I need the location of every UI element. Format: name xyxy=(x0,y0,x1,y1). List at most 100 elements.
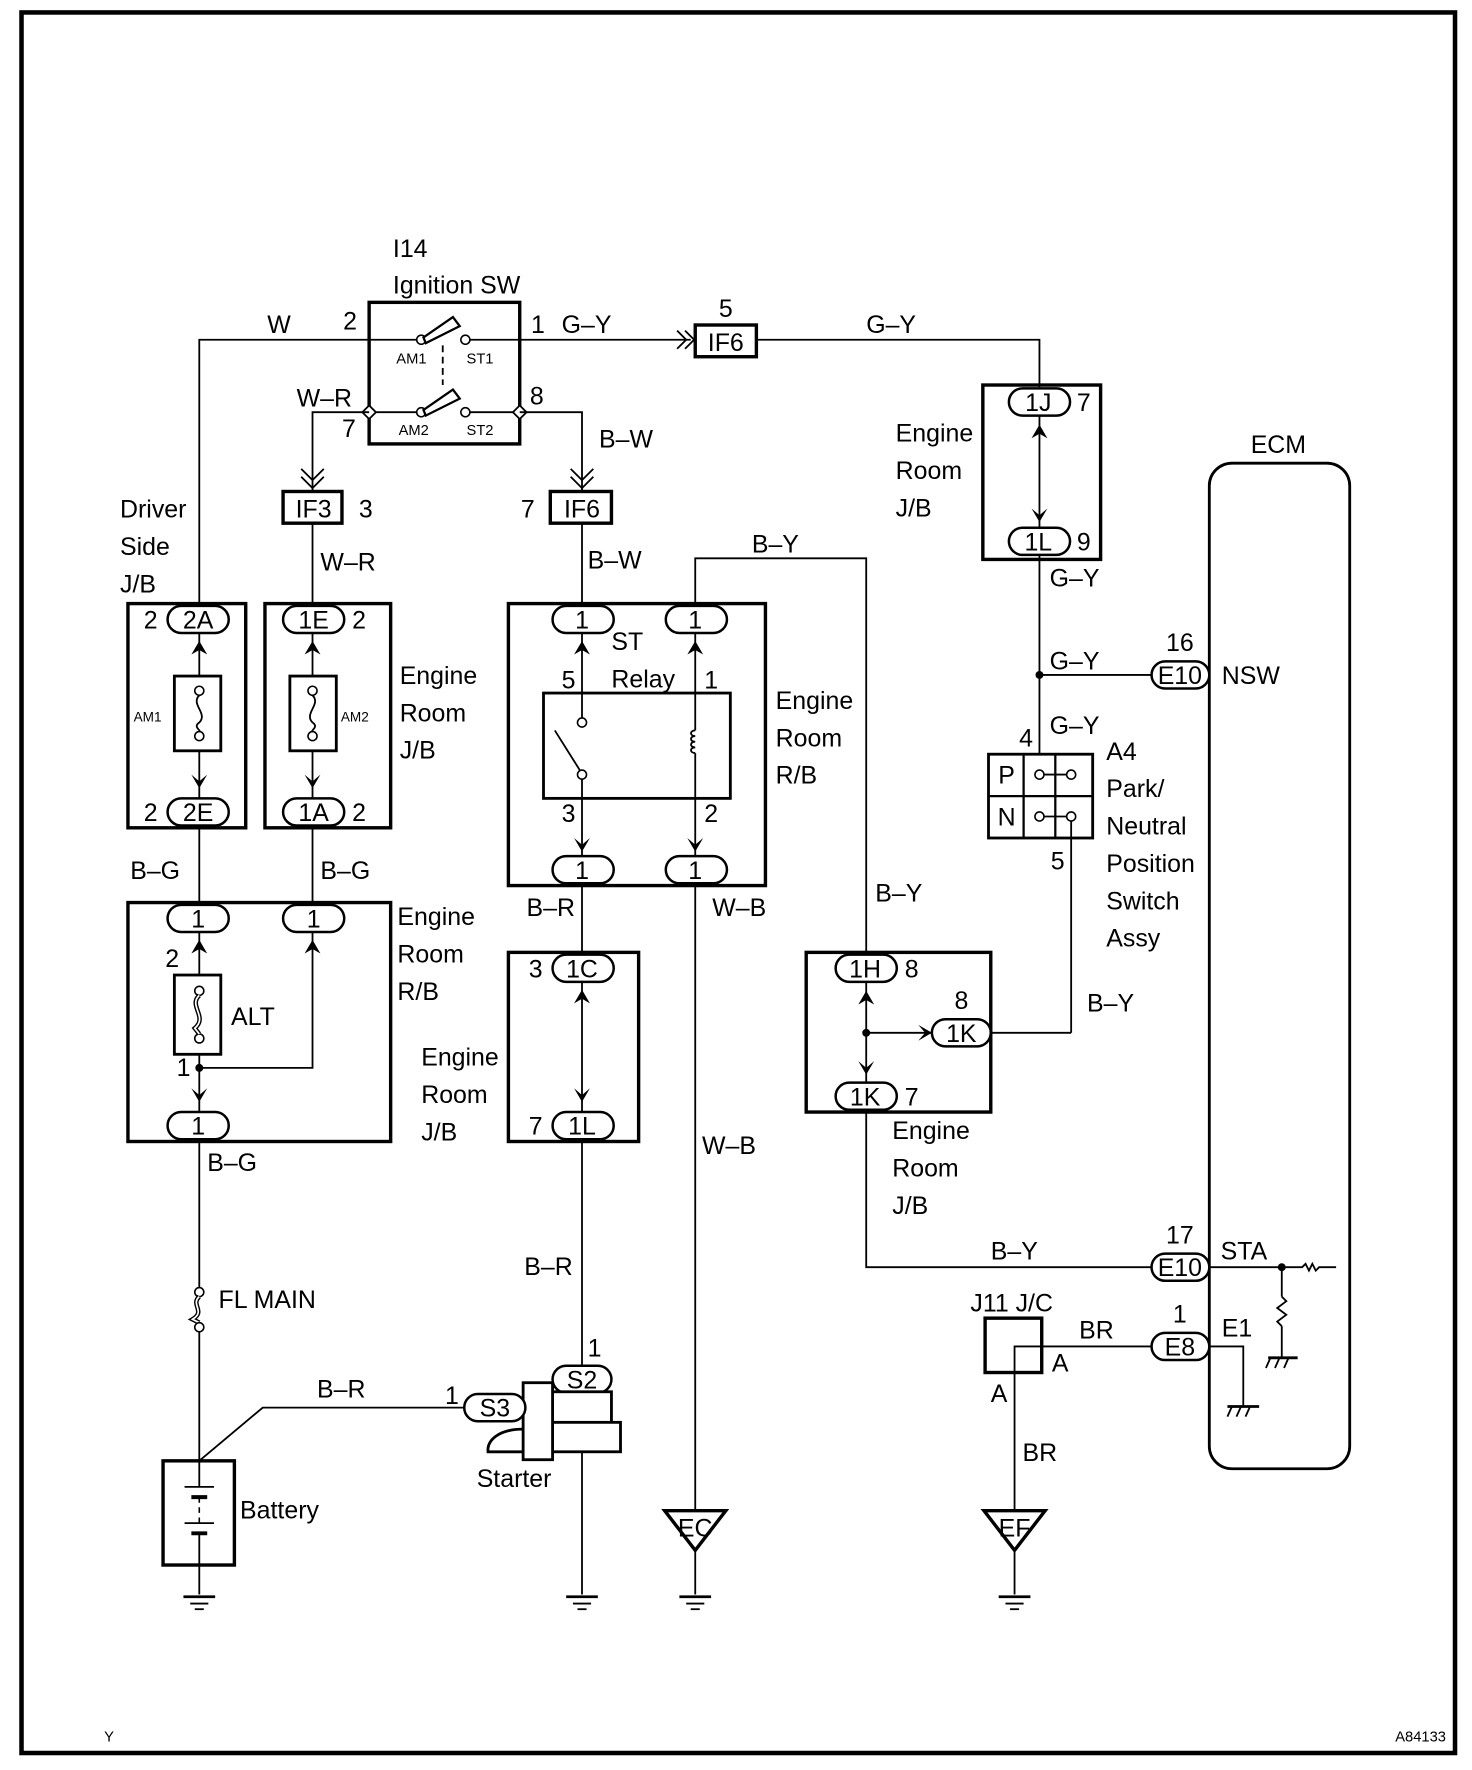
switch-label: Park/ xyxy=(1106,775,1164,803)
engine-room-jb-1j: 1J 7 1L 9 Engine Room J/B xyxy=(896,383,1103,562)
connector: 1J xyxy=(1025,389,1051,417)
ignition-switch: I14 Ignition SW AM1 ST1 AM2 ST2 2 1 7 8 xyxy=(342,235,545,446)
st-relay: 1 1 ST Relay 5 1 3 2 1 1 Engine Room R/B xyxy=(506,601,854,888)
wire-label: B–W xyxy=(588,546,642,574)
connector: 1H xyxy=(849,955,881,983)
pin-7: 7 xyxy=(342,415,356,443)
relay-label: Relay xyxy=(611,665,675,693)
fuse-label: AM1 xyxy=(134,709,162,724)
pin-label: 1 xyxy=(704,667,718,695)
relay-label: ST xyxy=(611,628,643,656)
connector: 1 xyxy=(688,857,702,885)
wire-label: G–Y xyxy=(1050,712,1100,740)
pin-2: 2 xyxy=(343,308,357,336)
pin-label: 5 xyxy=(719,295,733,323)
wire-label: B–R xyxy=(527,894,575,922)
jb-label: Engine xyxy=(421,1044,499,1072)
pin-label: 3 xyxy=(529,955,543,983)
connector: 1K xyxy=(850,1083,881,1111)
connector: E10 xyxy=(1158,1254,1202,1282)
connector: S3 xyxy=(480,1395,510,1423)
switch-label: Position xyxy=(1106,850,1195,878)
pin-8: 8 xyxy=(530,382,544,410)
terminal-label: E1 xyxy=(1222,1314,1252,1342)
jb-label: J/B xyxy=(120,570,156,598)
jb-label: J/B xyxy=(892,1192,928,1220)
jb-label: Room xyxy=(400,699,466,727)
figure-code: A84133 xyxy=(1395,1730,1446,1746)
rb-label: Engine xyxy=(776,687,854,715)
connector: 1 xyxy=(307,905,321,933)
jb-label: Engine xyxy=(896,420,974,448)
rb-label: Room xyxy=(776,724,842,752)
wire-label: B–Y xyxy=(875,879,922,907)
switch-label: Assy xyxy=(1106,925,1161,953)
battery: Battery xyxy=(161,1459,319,1595)
ignition-switch-ref: I14 xyxy=(393,235,428,263)
wire-label: G–Y xyxy=(562,311,612,339)
pin-label: 2 xyxy=(352,607,366,635)
contact-st1: ST1 xyxy=(467,352,494,368)
engine-room-jb-1c: 1C 3 1L 7 Engine Room J/B xyxy=(421,950,641,1146)
switch-ref: A4 xyxy=(1106,738,1137,766)
connector: 1 xyxy=(575,607,589,635)
jb-label: J/B xyxy=(400,737,436,765)
driver-side-jb: Driver Side J/B 2A 2 AM1 2E 2 xyxy=(120,496,248,830)
jb-label: Room xyxy=(892,1155,958,1183)
position-label: P xyxy=(998,762,1015,790)
connector: 2E xyxy=(183,799,213,827)
connector: 1A xyxy=(298,799,329,827)
pin-label: 9 xyxy=(1077,528,1091,556)
connector: 1 xyxy=(575,857,589,885)
wire-label: BR xyxy=(1079,1317,1114,1345)
wire-label: B–G xyxy=(207,1149,257,1177)
jb-label: J/B xyxy=(421,1118,457,1146)
wire-label: B–Y xyxy=(1087,989,1134,1017)
contact-am1: AM1 xyxy=(396,352,426,368)
pin-label: 2 xyxy=(352,799,366,827)
pin-label: 2 xyxy=(144,607,158,635)
pin-label: 5 xyxy=(1051,848,1065,876)
contact-am2: AM2 xyxy=(399,423,429,439)
fuse-label: FL MAIN xyxy=(219,1286,316,1314)
pin-label: 1 xyxy=(445,1382,459,1410)
wire-label: B–R xyxy=(524,1253,572,1281)
connector: E8 xyxy=(1165,1334,1195,1362)
jb-label: J/B xyxy=(896,494,932,522)
ground-label: EC xyxy=(678,1515,713,1543)
wire-label: BR xyxy=(1022,1439,1057,1467)
pin-label: A xyxy=(1052,1349,1069,1377)
pin-label: 1 xyxy=(588,1335,602,1363)
jb-label: Side xyxy=(120,533,170,561)
engine-room-jb-am2: 1E 2 AM2 1A 2 Engine Room J/B xyxy=(263,601,477,830)
connector: 1C xyxy=(566,955,598,983)
connector: E10 xyxy=(1158,662,1202,690)
ground-label: EF xyxy=(999,1515,1031,1543)
ground-point-ef: EF xyxy=(980,1508,1049,1611)
jb-label: Driver xyxy=(120,496,186,524)
connector: 1 xyxy=(191,1113,205,1141)
fuse-label: ALT xyxy=(231,1003,275,1031)
ecm-label: ECM xyxy=(1251,431,1306,459)
wire-label: W–B xyxy=(712,894,766,922)
pin-label: 7 xyxy=(521,496,535,524)
pin-label: 3 xyxy=(359,496,373,524)
pin-label: 17 xyxy=(1166,1221,1194,1249)
fuse-label: AM2 xyxy=(341,709,369,724)
rb-label: Engine xyxy=(397,903,475,931)
pin-label: A xyxy=(991,1380,1008,1408)
terminal-label: NSW xyxy=(1222,662,1281,690)
connector: 1E xyxy=(298,607,328,635)
connector-if6-mid: IF6 xyxy=(564,496,600,524)
pin-1: 1 xyxy=(531,311,545,339)
position-label: N xyxy=(998,804,1016,832)
jb-label: Room xyxy=(421,1081,487,1109)
wire-label: W–R xyxy=(320,549,375,577)
wire-label: B–R xyxy=(317,1375,365,1403)
pin-label: 2 xyxy=(144,799,158,827)
engine-room-rb-alt: 1 1 2 ALT 1 1 Engine Room R/B xyxy=(126,900,475,1144)
pin-label: 7 xyxy=(529,1113,543,1141)
wire-label: G–Y xyxy=(1050,647,1100,675)
engine-room-jb-1h: 1H 8 1K 8 1K 7 Engine Room J/B xyxy=(804,950,993,1220)
